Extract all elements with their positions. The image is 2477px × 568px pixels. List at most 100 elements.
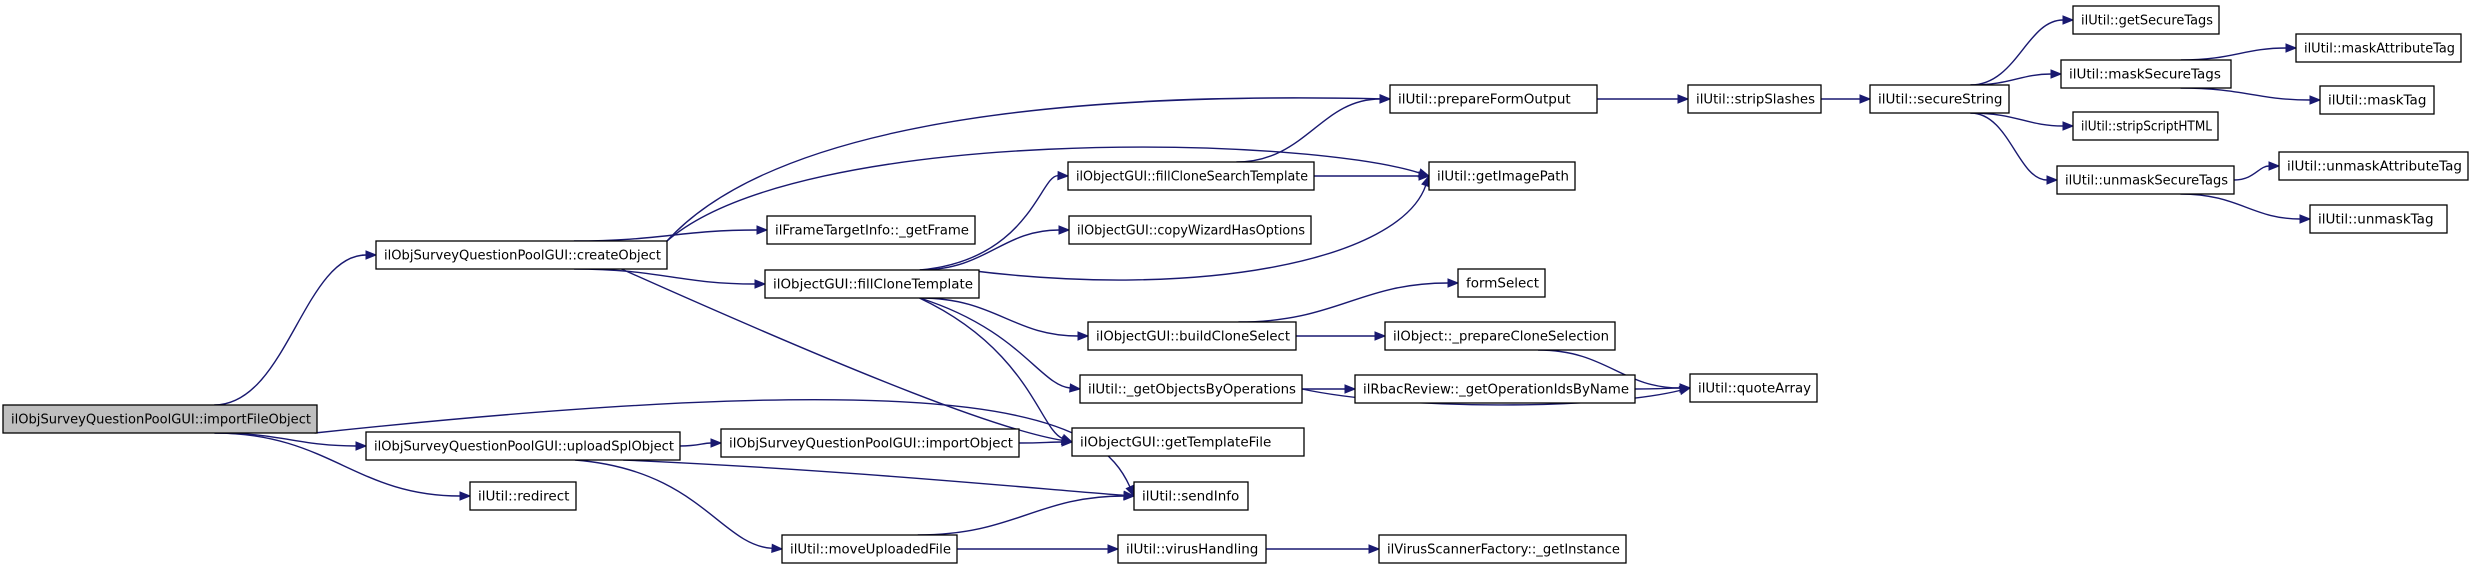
arrowhead-icon — [2050, 69, 2063, 79]
node-n4[interactable]: ilFrameTargetInfo::_getFrame — [766, 215, 976, 245]
node-n5[interactable]: ilObjectGUI::fillCloneTemplate — [764, 269, 980, 299]
node-label: ilObjSurveyQuestionPoolGUI::importFileOb… — [11, 412, 311, 428]
node-label: ilUtil::moveUploadedFile — [790, 542, 951, 558]
arrowhead-icon — [1058, 225, 1071, 235]
node-label: ilUtil::virusHandling — [1126, 542, 1258, 558]
node-n10[interactable]: ilObjectGUI::buildCloneSelect — [1087, 321, 1297, 351]
node-n7[interactable]: ilUtil::moveUploadedFile — [781, 534, 958, 564]
edge-n5-n12 — [919, 297, 1074, 443]
node-label: ilObjectGUI::fillCloneSearchTemplate — [1076, 169, 1308, 185]
node-label: ilUtil::unmaskAttributeTag — [2287, 159, 2462, 175]
node-box — [2309, 204, 2448, 234]
node-n12[interactable]: ilObjectGUI::getTemplateFile — [1071, 427, 1305, 457]
node-box — [1457, 268, 1546, 298]
node-label: ilUtil::maskSecureTags — [2069, 67, 2221, 83]
edge-line — [666, 97, 1381, 242]
node-n11[interactable]: ilUtil::_getObjectsByOperations — [1079, 374, 1303, 404]
edge-line — [919, 174, 1059, 271]
node-label: ilObject::_prepareCloneSelection — [1393, 329, 1609, 345]
edge-n15-n22 — [1597, 94, 1690, 104]
arrowhead-icon — [1368, 544, 1381, 554]
node-box — [2056, 165, 2235, 195]
node-n25[interactable]: ilUtil::maskSecureTags — [2060, 59, 2232, 89]
edge-line — [919, 297, 1063, 440]
edge-n0-n2 — [214, 432, 368, 451]
arrowhead-icon — [710, 438, 723, 448]
node-n28[interactable]: ilUtil::maskAttributeTag — [2295, 33, 2462, 63]
arrowhead-icon — [2299, 214, 2312, 224]
node-label: ilUtil::maskAttributeTag — [2304, 41, 2455, 57]
edge-line — [214, 254, 367, 406]
node-n23[interactable]: ilUtil::secureString — [1869, 84, 2010, 114]
node-n26[interactable]: ilUtil::stripScriptHTML — [2072, 111, 2219, 141]
edge-n27-n31 — [2180, 193, 2312, 224]
node-n20[interactable]: ilUtil::quoteArray — [1689, 373, 1818, 403]
edge-line — [1538, 349, 1681, 389]
edge-n5-n11 — [919, 297, 1082, 393]
edge-line — [1970, 19, 2064, 86]
node-box — [2, 404, 318, 434]
edge-line — [1970, 112, 2064, 127]
node-n3[interactable]: ilUtil::redirect — [469, 481, 577, 511]
node-box — [1087, 321, 1297, 351]
node-n14[interactable]: ilUtil::virusHandling — [1117, 534, 1267, 564]
edge-line — [919, 297, 1079, 337]
arrowhead-icon — [2268, 161, 2281, 171]
node-n27[interactable]: ilUtil::unmaskSecureTags — [2056, 165, 2235, 195]
node-label: ilVirusScannerFactory::_getInstance — [1387, 542, 1620, 558]
edge-line — [919, 297, 1071, 389]
arrowhead-icon — [1057, 170, 1070, 181]
arrowhead-icon — [754, 279, 767, 289]
node-label: ilUtil::quoteArray — [1698, 381, 1811, 397]
arrowhead-icon — [459, 491, 472, 501]
node-n19[interactable]: ilRbacReview::_getOperationIdsByName — [1354, 374, 1636, 404]
node-n21[interactable]: ilVirusScannerFactory::_getInstance — [1378, 534, 1627, 564]
node-n24[interactable]: ilUtil::getSecureTags — [2072, 5, 2220, 35]
node-n16[interactable]: ilUtil::getImagePath — [1428, 161, 1576, 191]
edge-n7-n13 — [917, 491, 1136, 536]
node-label: ilUtil::_getObjectsByOperations — [1088, 382, 1296, 398]
arrowhead-icon — [1447, 278, 1460, 288]
node-n31[interactable]: ilUtil::unmaskTag — [2309, 204, 2448, 234]
node-label: ilUtil::secureString — [1878, 92, 2002, 108]
node-label: ilUtil::prepareFormOutput — [1398, 92, 1571, 108]
node-n1[interactable]: ilObjSurveyQuestionPoolGUI::createObject — [375, 240, 668, 270]
node-n18[interactable]: ilObject::_prepareCloneSelection — [1384, 321, 1616, 351]
edge-n5-n9 — [919, 225, 1071, 271]
node-box — [766, 215, 976, 245]
arrowhead-icon — [756, 225, 769, 235]
edge-line — [1236, 98, 1381, 163]
node-n30[interactable]: ilUtil::unmaskAttributeTag — [2278, 151, 2469, 181]
node-n15[interactable]: ilUtil::prepareFormOutput — [1389, 84, 1598, 114]
node-n8[interactable]: ilObjectGUI::fillCloneSearchTemplate — [1067, 161, 1315, 191]
node-label: ilRbacReview::_getOperationIdsByName — [1363, 382, 1629, 398]
edge-line — [1018, 441, 1063, 444]
node-box — [375, 240, 668, 270]
edge-line — [1970, 112, 2048, 181]
edge-n5-n8 — [919, 170, 1070, 271]
node-n9[interactable]: ilObjectGUI::copyWizardHasOptions — [1068, 215, 1312, 245]
edge-n23-n26 — [1970, 112, 2075, 131]
node-n22[interactable]: ilUtil::stripSlashes — [1687, 84, 1822, 114]
edge-line — [966, 185, 1427, 281]
edge-line — [1301, 388, 1681, 406]
node-n17[interactable]: formSelect — [1457, 268, 1546, 298]
node-n6[interactable]: ilObjSurveyQuestionPoolGUI::importObject — [720, 428, 1020, 458]
arrowhead-icon — [1418, 171, 1431, 181]
arrowhead-icon — [1077, 331, 1090, 341]
node-n0[interactable]: ilObjSurveyQuestionPoolGUI::importFileOb… — [2, 404, 318, 434]
node-label: ilObjSurveyQuestionPoolGUI::createObject — [384, 248, 661, 264]
edge-n2-n7 — [574, 459, 784, 554]
edge-line — [574, 268, 756, 285]
node-n29[interactable]: ilUtil::maskTag — [2319, 85, 2435, 115]
node-box — [365, 431, 681, 461]
node-label: ilUtil::getSecureTags — [2081, 13, 2213, 29]
node-box — [1079, 374, 1303, 404]
arrowhead-icon — [365, 250, 378, 260]
edge-n2-n13 — [623, 459, 1136, 500]
node-n2[interactable]: ilObjSurveyQuestionPoolGUI::uploadSplObj… — [365, 431, 681, 461]
node-box — [1428, 161, 1576, 191]
node-n13[interactable]: ilUtil::sendInfo — [1133, 481, 1249, 511]
edge-n25-n28 — [2180, 43, 2298, 61]
edge-n25-n29 — [2180, 87, 2322, 105]
